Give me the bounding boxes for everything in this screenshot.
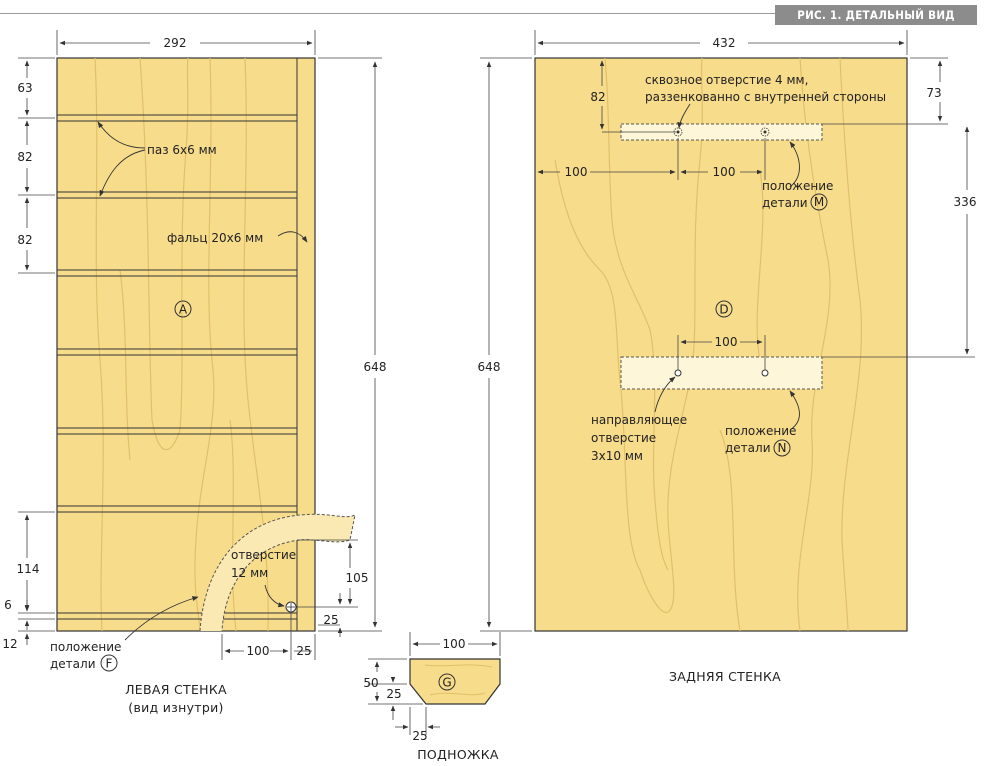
back-wall-leaders [654,103,800,431]
left-wall: A [56,57,356,632]
dim-back-height: 648 [478,360,501,374]
dim-left-gap2: 82 [17,233,32,247]
part-g-letter: G [442,676,451,690]
footstool-labels: 100 50 25 25 ПОДНОЖКА [363,637,499,762]
caption-left-wall-sub: (вид изнутри) [128,700,223,715]
dim-left-hole-from-bottom: 25 [323,613,338,627]
dim-left-bottom: 12 [2,637,17,651]
header-rule [0,13,780,14]
caption-footstool: ПОДНОЖКА [417,747,499,762]
label-guide-line2: отверстие [591,431,656,445]
part-m-circle [810,193,828,211]
dim-footstool-width: 100 [443,637,466,651]
guide-hole-1 [674,369,682,377]
back-wall-grain [554,57,863,632]
part-g-circle [438,673,456,691]
label-hole-line2: 12 мм [231,566,268,580]
dim-back-hole-spacing-bottom: 100 [715,335,738,349]
part-a-letter: A [179,303,188,317]
dim-left-width: 292 [164,36,187,50]
dim-footstool-bottom: 25 [412,729,427,743]
footstool-position-outline [199,513,356,632]
label-position-m-line2: детали [762,196,808,210]
part-m-letter: M [814,195,824,209]
back-wall: D [534,57,908,632]
dim-back-hole-spacing-top: 100 [713,165,736,179]
left-wall-grooves [57,58,298,631]
part-f-letter: F [106,657,113,671]
guide-hole-2 [761,369,769,377]
label-position-f-line1: положение [50,640,121,654]
label-position-m-line1: положение [762,179,833,193]
label-position-n-line2: детали [725,441,771,455]
dim-left-top: 63 [17,81,32,95]
left-wall-dimensions [18,30,382,660]
left-wall-grain [94,57,269,632]
part-d-letter: D [719,303,728,317]
left-wall-leaders [97,121,308,641]
back-wall-dim-labels: 432 648 82 73 336 100 100 100 [478,36,977,374]
dim-footstool-height: 50 [363,676,378,690]
caption-left-wall: ЛЕВАЯ СТЕНКА [125,682,227,697]
label-through-hole-line2: раззенкованно с внутренней стороны [645,90,886,104]
dim-left-hole-dist: 100 [247,644,270,658]
label-hole-line1: отверстие [231,548,296,562]
dim-left-gap1: 82 [17,150,32,164]
back-wall-labels: сквозное отверстие 4 мм, раззенкованно с… [591,73,886,684]
dim-back-top-right: 73 [926,86,941,100]
dim-back-right-span: 336 [954,195,977,209]
dim-left-hole-from-edge: 25 [296,644,311,658]
label-position-n-line1: положение [725,424,796,438]
part-f-circle [100,654,118,672]
figure-title: РИС. 1. ДЕТАЛЬНЫЙ ВИД [775,5,977,25]
label-guide-line3: 3х10 мм [591,449,643,463]
part-n-letter: N [778,441,787,455]
dim-left-height: 648 [364,360,387,374]
dim-left-hole-rise: 105 [346,571,369,585]
part-d-circle [715,300,733,318]
label-rabbet: фальц 20х6 мм [167,231,263,245]
back-wall-panel [534,57,908,632]
dim-footstool-mid: 25 [386,687,401,701]
caption-back-wall: ЗАДНЯЯ СТЕНКА [669,669,781,684]
dim-back-top-left: 82 [590,90,605,104]
part-n-circle [773,439,791,457]
dim-back-width: 432 [713,36,736,50]
dim-back-offset-left: 100 [565,165,588,179]
back-wall-dimensions [480,30,975,632]
countersink-hole-2 [760,127,770,137]
left-wall-dim-labels: 292 648 63 82 82 114 6 12 105 25 100 25 [2,36,386,658]
dim-left-groove: 6 [4,598,12,612]
label-groove: паз 6х6 мм [147,143,217,157]
label-guide-line1: направляющее [591,413,687,427]
dim-left-lower: 114 [17,562,40,576]
part-a-circle [174,300,192,318]
footstool: G [409,658,501,705]
footstool-dimensions [368,632,501,735]
label-through-hole-line1: сквозное отверстие 4 мм, [645,73,808,87]
left-wall-labels: паз 6х6 мм фальц 20х6 мм отверстие 12 мм… [50,143,296,715]
label-position-f-line2: детали [50,657,96,671]
back-wall-slot-n [620,356,823,390]
